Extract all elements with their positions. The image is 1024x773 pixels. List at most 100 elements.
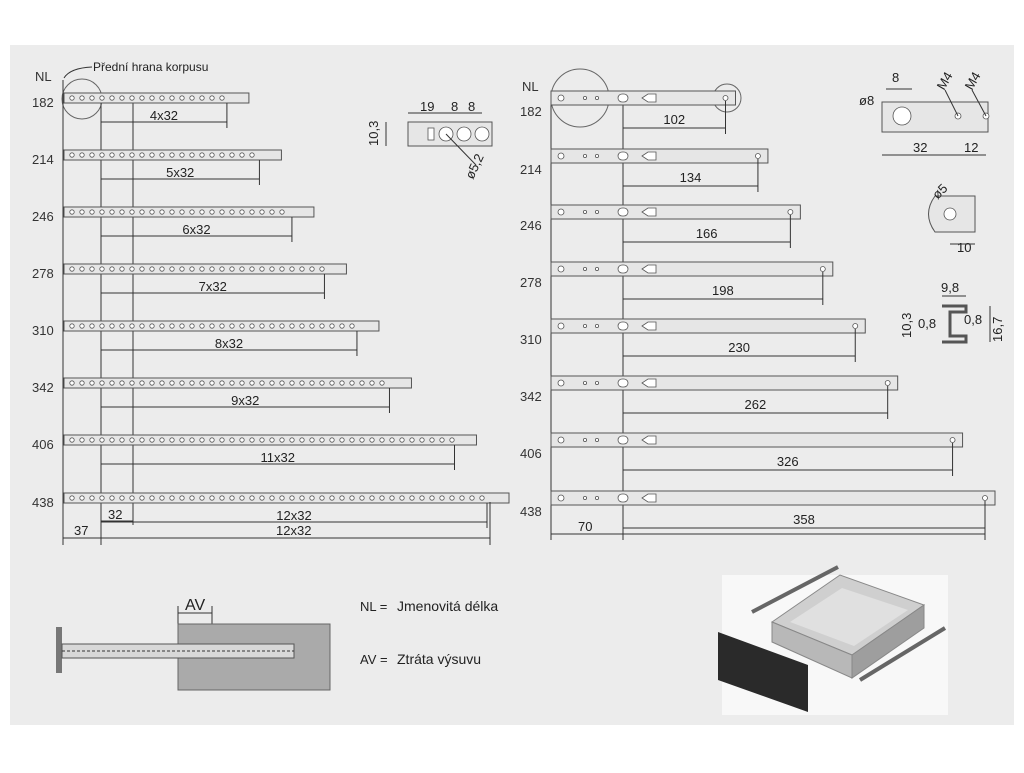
left-rail-hole xyxy=(279,437,285,443)
left-rail-hole xyxy=(359,495,365,501)
left-rail-hole xyxy=(109,495,115,501)
detail-top-m4a-leader xyxy=(944,89,959,117)
left-rail-hole xyxy=(429,495,435,501)
left-rail-hole xyxy=(229,209,235,215)
left-rail-hole xyxy=(389,437,395,443)
left-rail-hole xyxy=(249,152,255,158)
right-rail-hole xyxy=(595,266,600,271)
left-rail-hole xyxy=(139,380,145,386)
left-rail-hole xyxy=(309,323,315,329)
left-rail-hole xyxy=(159,437,165,443)
left-rail-hole xyxy=(219,437,225,443)
detail-hole-leader xyxy=(445,133,477,166)
left-rail-hole xyxy=(159,95,165,101)
left-rail-hole xyxy=(189,495,195,501)
detail-slot xyxy=(427,127,435,141)
left-rail-hole xyxy=(149,495,155,501)
right-rail-hole xyxy=(557,265,565,273)
left-rail-hole xyxy=(289,380,295,386)
left-rail-hole xyxy=(99,380,105,386)
left-rail-hole xyxy=(369,380,375,386)
legend-nl-value: Jmenovitá délka xyxy=(397,598,498,614)
left-rail-hole xyxy=(259,266,265,272)
left-rail-hole xyxy=(159,152,165,158)
left-rail-hole xyxy=(89,152,95,158)
right-rail-nl: 310 xyxy=(520,332,542,347)
right-rail-end-hole xyxy=(819,266,826,272)
detail-hole-3 xyxy=(474,126,490,142)
right-rail-body xyxy=(550,148,769,164)
left-rail-hole xyxy=(99,95,105,101)
left-rail-hole xyxy=(129,209,135,215)
right-rail-end-hole xyxy=(787,209,794,215)
right-rail-slot xyxy=(617,435,629,445)
left-rail-hole xyxy=(169,209,175,215)
left-rail-hole xyxy=(179,95,185,101)
left-rail-hole xyxy=(119,437,125,443)
left-rail-hole xyxy=(379,495,385,501)
left-rail-dim-label: 7x32 xyxy=(199,279,227,294)
left-rail-hole xyxy=(349,380,355,386)
right-rail-body xyxy=(550,375,899,391)
right-rail-hole xyxy=(557,152,565,160)
detail-top-len2: 12 xyxy=(964,140,978,155)
left-rail-hole xyxy=(179,495,185,501)
left-rail-hole xyxy=(349,437,355,443)
left-rail-hole xyxy=(159,380,165,386)
left-rail-hole xyxy=(199,380,205,386)
left-rail-hole xyxy=(149,323,155,329)
detail-top-dia: ø8 xyxy=(859,93,874,108)
left-rail-hole xyxy=(219,323,225,329)
left-rail-hole xyxy=(179,380,185,386)
left-rail-hole xyxy=(239,323,245,329)
left-rail-hole xyxy=(229,266,235,272)
left-rail-hole xyxy=(319,323,325,329)
left-rail-hole xyxy=(139,495,145,501)
right-rail-slot xyxy=(617,321,629,331)
right-nl-header: NL xyxy=(522,79,539,94)
left-rail-hole xyxy=(109,266,115,272)
right-rail-hole xyxy=(595,323,600,328)
left-rail-hole xyxy=(269,323,275,329)
left-rail-hole xyxy=(179,266,185,272)
left-rail-hole xyxy=(479,495,485,501)
right-rail-hole xyxy=(583,96,588,101)
right-rail-dim-label: 358 xyxy=(793,512,815,527)
drawer-rail-left xyxy=(751,565,839,614)
left-rail-hole xyxy=(199,209,205,215)
right-rail-hole xyxy=(595,153,600,158)
right-detail-profile: 9,8 10,3 0,8 0,8 16,7 xyxy=(899,280,1005,344)
left-rail-hole xyxy=(109,209,115,215)
left-rail-hole xyxy=(279,209,285,215)
left-rail-panel: NL Přední hrana korpusu 1824x322145x3224… xyxy=(32,60,510,545)
left-rail-nl: 214 xyxy=(32,152,54,167)
left-rail-hole xyxy=(339,323,345,329)
left-rail-hole xyxy=(269,495,275,501)
left-rail-hole xyxy=(229,495,235,501)
right-rail-end-hole xyxy=(949,437,956,443)
right-rail-dim-label: 230 xyxy=(728,340,750,355)
left-rail-hole xyxy=(329,495,335,501)
left-rail-hole xyxy=(239,266,245,272)
left-rail-hole xyxy=(199,152,205,158)
legend-av-key: AV = xyxy=(360,652,388,667)
front-edge-leader xyxy=(63,66,93,79)
left-rail-hole xyxy=(209,209,215,215)
right-rail-hole xyxy=(557,94,565,102)
left-rail-hole xyxy=(189,323,195,329)
left-rail-hole xyxy=(209,266,215,272)
right-bottom-first: 70 xyxy=(578,519,592,534)
left-rail-hole xyxy=(249,380,255,386)
detail-d2: 8 xyxy=(451,99,458,114)
right-rail-end-hole xyxy=(884,380,891,386)
left-rail-hole xyxy=(109,323,115,329)
detail-mid-hole xyxy=(943,207,957,221)
left-rail-hole xyxy=(189,152,195,158)
left-rail-hole xyxy=(69,209,75,215)
left-rail-hole xyxy=(169,266,175,272)
right-rail-end-hole xyxy=(982,495,988,501)
